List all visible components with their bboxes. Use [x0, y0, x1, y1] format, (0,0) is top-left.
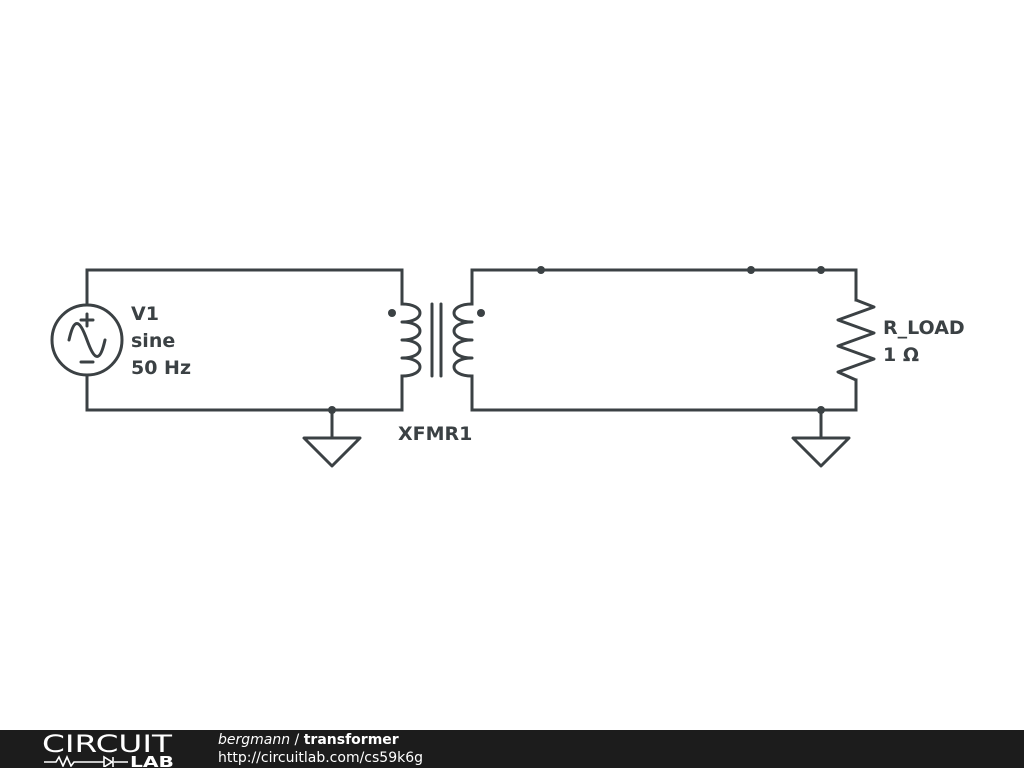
logo-squiggle-icon [44, 755, 128, 767]
junction-dot [817, 266, 825, 274]
circuit-title[interactable]: transformer [303, 732, 399, 748]
load-value-label: 1 Ω [883, 344, 919, 366]
primary-polarity-dot [388, 309, 396, 317]
secondary-wires [470, 266, 858, 412]
circuitlab-logo[interactable]: CIRCUIT LAB [42, 731, 177, 767]
source-frequency-label: 50 Hz [131, 357, 191, 379]
sine-wave-icon [67, 322, 107, 358]
logo-top-text: CIRCUIT [42, 731, 172, 758]
circuit-url[interactable]: http://circuitlab.com/cs59k6g [218, 750, 424, 766]
junction-dot [537, 266, 545, 274]
primary-wires [85, 268, 404, 412]
title-separator: / [290, 732, 304, 748]
source-name-label: V1 [131, 303, 159, 325]
junction-dot [747, 266, 755, 274]
transformer[interactable] [388, 302, 485, 378]
circuit-schematic: V1 sine 50 Hz XFMR1 R_LOAD 1 Ω [50, 266, 965, 468]
footer-text: bergmann / transformer http://circuitlab… [218, 731, 423, 767]
ground-symbol-secondary [791, 406, 851, 468]
primary-bottom-wire [85, 374, 404, 412]
footer-bar: CIRCUIT LAB bergmann / transformer http:… [0, 730, 1024, 768]
secondary-polarity-dot [477, 309, 485, 317]
secondary-coil [452, 302, 474, 378]
logo-bottom-text: LAB [130, 753, 174, 767]
sine-voltage-source[interactable] [50, 303, 124, 377]
primary-top-wire [85, 268, 404, 306]
ground-symbol-primary [302, 406, 362, 468]
load-name-label: R_LOAD [883, 317, 965, 339]
plus-icon [79, 312, 95, 328]
transformer-name-label: XFMR1 [398, 423, 472, 445]
load-resistor[interactable] [836, 298, 876, 382]
primary-coil [400, 302, 422, 378]
secondary-top-wire [470, 268, 858, 306]
footer-title-line: bergmann / transformer [218, 731, 423, 749]
author-name[interactable]: bergmann [218, 732, 291, 748]
source-type-label: sine [131, 330, 175, 352]
secondary-bottom-wire [470, 374, 858, 412]
